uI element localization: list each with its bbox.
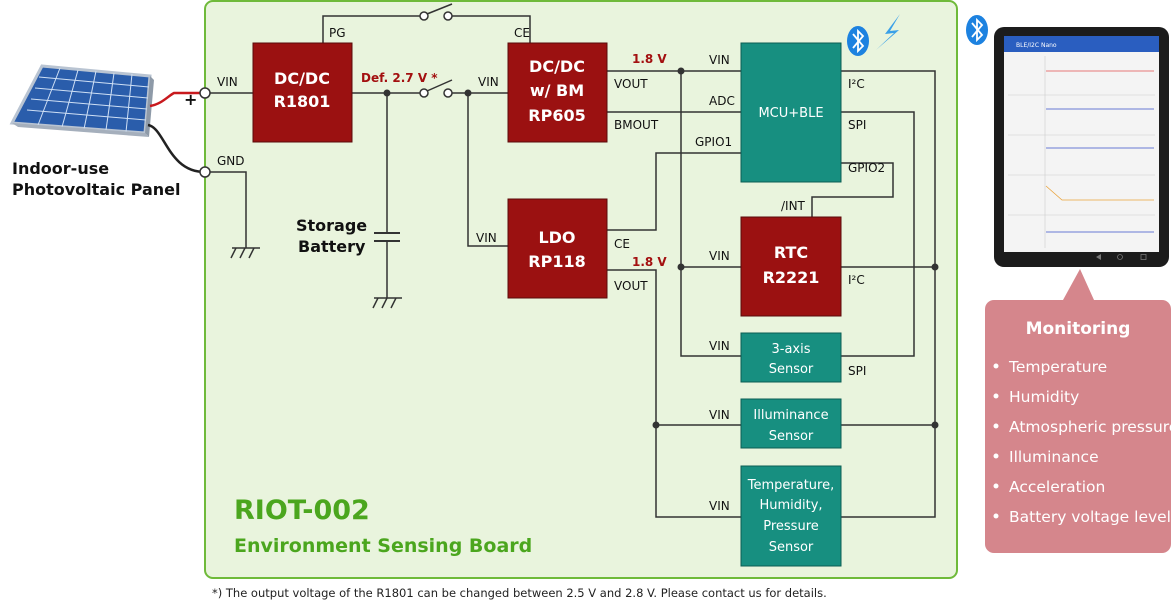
footnote: *) The output voltage of the R1801 can b… [212, 586, 827, 600]
vin-terminal [199, 87, 211, 99]
mcu-adc-label: ADC [709, 94, 735, 108]
ldo-vout-label: VOUT [614, 279, 648, 293]
rp605-bmout-label: BMOUT [614, 118, 659, 132]
dcdc-rp605-line3: RP605 [528, 106, 585, 125]
r1801-pg-label: PG [329, 26, 346, 40]
ldo-line1: LDO [538, 228, 575, 247]
rtc-i2c-label: I²C [848, 273, 865, 287]
tablet-header: BLE/I2C Nano [1016, 42, 1057, 49]
rp605-vin-label: VIN [478, 75, 499, 89]
monitoring-title: Monitoring [1026, 319, 1131, 339]
accel-vin-label: VIN [709, 339, 730, 353]
illum-line2: Sensor [769, 429, 814, 444]
mcu-gpio1-label: GPIO1 [695, 135, 732, 149]
accel-spi-label: SPI [848, 364, 866, 378]
rp605-vout-label: VOUT [614, 77, 648, 91]
monitoring-item: Atmospheric pressure [1009, 418, 1173, 436]
ground-symbol-battery [372, 297, 402, 309]
gnd-terminal [199, 166, 211, 178]
monitoring-panel: Monitoring Temperature Humidity Atmosphe… [985, 269, 1173, 553]
lightning-icon [876, 14, 900, 50]
illum-vin-label: VIN [709, 408, 730, 422]
monitoring-item: Humidity [1009, 388, 1079, 406]
rtc-int-label: /INT [781, 199, 806, 213]
monitoring-list: Temperature Humidity Atmospheric pressur… [993, 358, 1173, 526]
bluetooth-icon [847, 26, 869, 56]
dcdc-rp605-line1: DC/DC [529, 57, 585, 76]
accel-line2: Sensor [769, 362, 814, 377]
ldo-rp118-block: LDO RP118 [507, 198, 608, 299]
rp605-voltage-label: 1.8 V [632, 52, 667, 66]
rp605-ce-label: CE [514, 26, 530, 40]
mcu-ble-block: MCU+BLE [740, 42, 842, 183]
ldo-vin-label: VIN [476, 231, 497, 245]
board-subtitle: Environment Sensing Board [234, 535, 532, 557]
thp-line4: Sensor [769, 540, 814, 555]
board-name: RIOT-002 [234, 495, 370, 526]
bluetooth-icon-tablet [966, 15, 988, 45]
default-voltage-label: Def. 2.7 V * [361, 71, 438, 85]
mcu-ble-label: MCU+BLE [758, 106, 823, 121]
mcu-i2c-label: I²C [848, 77, 865, 91]
solar-panel-icon [9, 64, 154, 137]
dcdc-r1801-block: DC/DC R1801 [252, 42, 353, 143]
ldo-voltage-label: 1.8 V [632, 255, 667, 269]
ldo-ce-label: CE [614, 237, 630, 251]
monitoring-item: Illuminance [1009, 448, 1099, 466]
tablet-device: BLE/I2C Nano [994, 27, 1169, 267]
panel-label-line2: Photovoltaic Panel [12, 180, 180, 199]
battery-label-line1: Storage [296, 216, 367, 235]
rtc-line2: R2221 [763, 268, 820, 287]
rtc-line1: RTC [774, 243, 808, 262]
thp-vin-label: VIN [709, 499, 730, 513]
illum-line1: Illuminance [753, 408, 828, 423]
dcdc-rp605-line2: w/ BM [530, 81, 584, 100]
thp-line1: Temperature, [747, 478, 834, 493]
dcdc-r1801-line1: DC/DC [274, 69, 330, 88]
monitoring-item: Battery voltage level [1009, 508, 1171, 526]
rtc-vin-label: VIN [709, 249, 730, 263]
thp-sensor-block: Temperature, Humidity, Pressure Sensor [740, 465, 842, 567]
thp-line2: Humidity, [759, 498, 822, 513]
accel-line1: 3-axis [771, 342, 810, 357]
battery-label-line2: Battery [298, 237, 366, 256]
rtc-r2221-block: RTC R2221 [740, 216, 842, 317]
panel-plus-sign: + [184, 90, 197, 109]
illuminance-sensor-block: Illuminance Sensor [740, 398, 842, 449]
panel-label-line1: Indoor-use [12, 159, 109, 178]
ground-symbol-board [230, 247, 260, 259]
monitoring-item: Acceleration [1009, 478, 1105, 496]
ldo-line2: RP118 [528, 252, 585, 271]
board-gnd-label: GND [217, 154, 245, 168]
dcdc-r1801-line2: R1801 [274, 92, 331, 111]
monitoring-item: Temperature [1008, 358, 1107, 376]
board-vin-label: VIN [217, 75, 238, 89]
mcu-gpio2-label: GPIO2 [848, 161, 885, 175]
accel-sensor-block: 3-axis Sensor [740, 332, 842, 383]
mcu-spi-label: SPI [848, 118, 866, 132]
dcdc-rp605-block: DC/DC w/ BM RP605 [507, 42, 608, 143]
thp-line3: Pressure [763, 519, 819, 534]
mcu-vin-label: VIN [709, 53, 730, 67]
